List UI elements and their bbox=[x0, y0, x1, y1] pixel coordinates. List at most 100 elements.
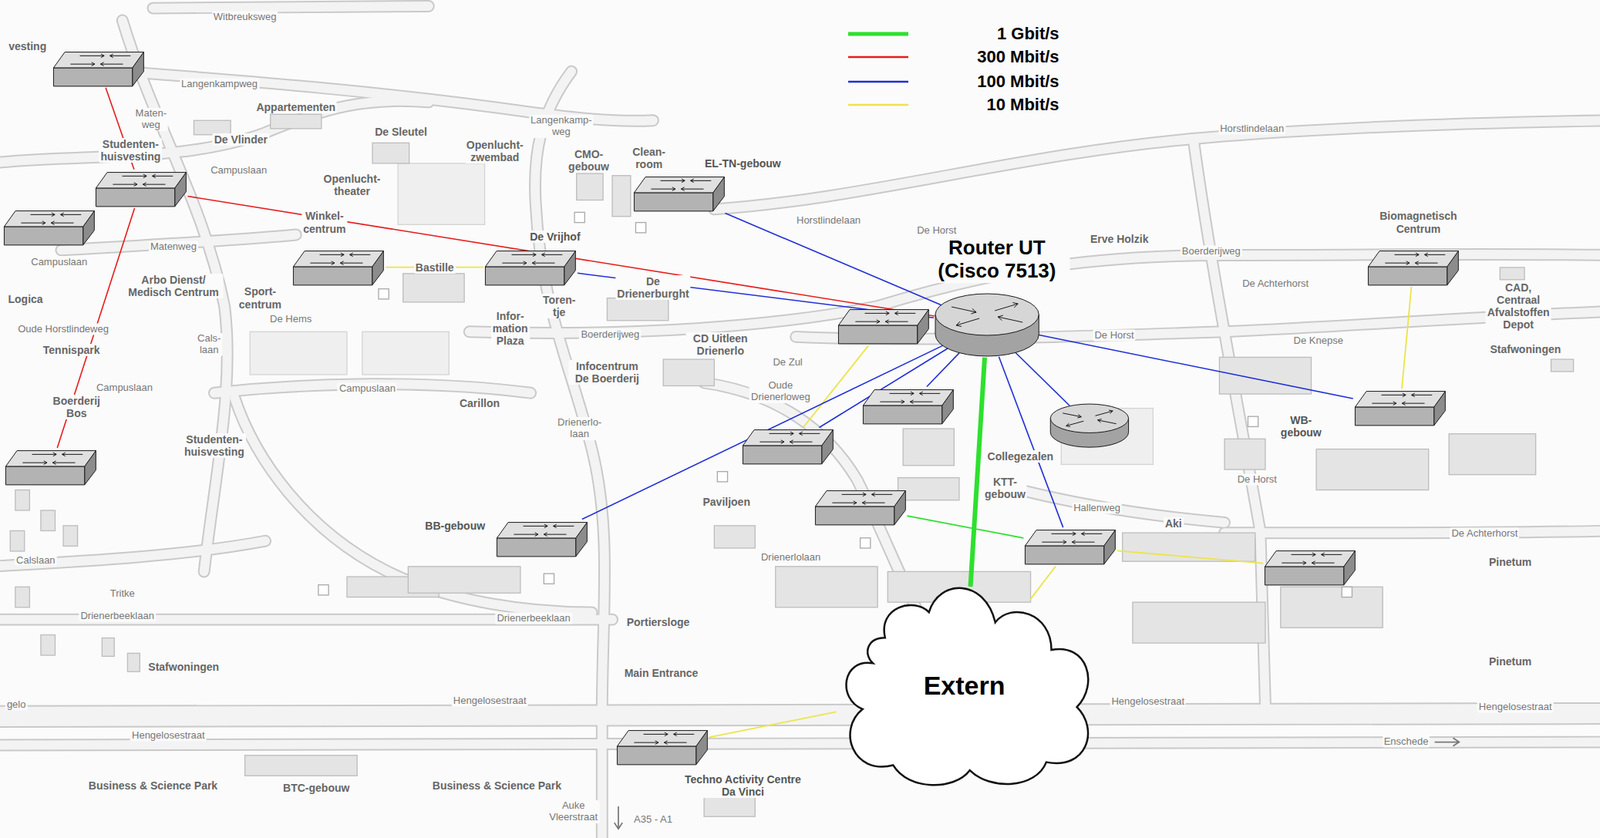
switch-top bbox=[485, 250, 576, 267]
building-name: De Vrijhof bbox=[528, 230, 582, 243]
switch-arrow bbox=[651, 187, 677, 192]
switch-front bbox=[1025, 545, 1105, 565]
device-icon bbox=[483, 248, 578, 287]
switch-front bbox=[95, 188, 175, 207]
building bbox=[714, 525, 755, 549]
road bbox=[0, 541, 266, 567]
road-surface bbox=[0, 101, 429, 164]
switch-arrow bbox=[1312, 560, 1335, 565]
place-name: CMO- gebouw bbox=[566, 148, 611, 173]
switch-arrow bbox=[798, 432, 820, 437]
street-name: Horstlindelaan bbox=[794, 214, 863, 226]
switch-arrow bbox=[1401, 401, 1425, 406]
device-icon bbox=[3, 448, 98, 487]
road bbox=[153, 6, 429, 9]
link-label: Bastille bbox=[414, 261, 456, 274]
legend-line-sample bbox=[848, 31, 909, 36]
network-switch: Techno Activity Centre Da Vinci bbox=[615, 727, 710, 767]
road bbox=[714, 120, 1600, 209]
switch-arrow bbox=[865, 311, 890, 316]
legend-text: 100 Mbit/s bbox=[976, 71, 1059, 92]
road-surface bbox=[0, 742, 1600, 746]
switch-arrow bbox=[552, 524, 574, 529]
router bbox=[1048, 402, 1131, 449]
network-link bbox=[1117, 550, 1264, 563]
device-icon bbox=[51, 49, 146, 88]
switch-arrow bbox=[889, 391, 914, 396]
street-name: Campuslaan bbox=[337, 383, 398, 395]
switch-arrow bbox=[1081, 532, 1103, 536]
switch-top bbox=[3, 211, 95, 227]
direction-arrow bbox=[1434, 737, 1460, 747]
parking-sign bbox=[1341, 586, 1352, 597]
switch-arrow bbox=[673, 732, 694, 737]
switch-arrow bbox=[522, 524, 548, 529]
street-name: Hallenweg bbox=[1071, 502, 1122, 515]
building bbox=[15, 490, 31, 511]
switch-arrow bbox=[681, 187, 704, 192]
device-icon bbox=[861, 387, 956, 426]
place-name: Aki bbox=[1163, 517, 1184, 530]
street-name: De Horst bbox=[915, 225, 958, 237]
device-icon bbox=[836, 306, 931, 346]
parking-sign bbox=[318, 585, 329, 596]
network-switch: De Vrijhof bbox=[483, 248, 578, 287]
street-name: Hengelosestraat bbox=[451, 695, 529, 708]
switch-top bbox=[634, 177, 725, 193]
building-name: EL-TN-gebouw bbox=[703, 157, 783, 170]
building bbox=[40, 635, 56, 656]
switch-front bbox=[3, 226, 83, 246]
place-name: Main Entrance bbox=[623, 666, 701, 680]
router-label: Router UT (Cisco 7513) bbox=[923, 237, 1070, 284]
place-name: vesting bbox=[6, 40, 48, 53]
street-name: Witbreuksweg bbox=[212, 11, 279, 24]
place-name: Pinetum bbox=[1487, 654, 1533, 667]
network-link bbox=[724, 213, 943, 307]
street-name: Campuslaan bbox=[208, 165, 269, 177]
legend-row: 300 Mbit/s bbox=[846, 46, 1059, 68]
place-name: Infor- mation Plaza bbox=[491, 309, 530, 347]
direction-arrow bbox=[614, 806, 624, 829]
switch-front bbox=[53, 67, 133, 86]
switch-top bbox=[95, 171, 186, 188]
legend-line-sample bbox=[848, 80, 909, 84]
switch-arrow bbox=[30, 212, 55, 217]
building bbox=[1280, 586, 1383, 628]
street-name: Cals- laan bbox=[195, 333, 223, 357]
street-name: De Achterhorst bbox=[1240, 277, 1311, 290]
building bbox=[1219, 357, 1311, 395]
building bbox=[1316, 449, 1429, 491]
router-arrow bbox=[1066, 421, 1085, 427]
device-icon bbox=[1048, 402, 1131, 449]
switch-arrow bbox=[542, 252, 563, 257]
switch-arrow bbox=[350, 252, 371, 257]
switch-arrow bbox=[121, 174, 147, 179]
legend-row: 10 Mbit/s bbox=[846, 94, 1059, 116]
place-name: CAD, Centraal Afvalstoffen Depot bbox=[1485, 281, 1552, 331]
switch-top bbox=[838, 309, 930, 326]
road bbox=[1224, 530, 1600, 533]
switch-front bbox=[485, 266, 565, 286]
network-link bbox=[1401, 286, 1412, 389]
switch-arrow bbox=[1282, 560, 1307, 565]
router-top bbox=[1050, 404, 1129, 433]
network-switch bbox=[3, 448, 98, 487]
switch-front bbox=[862, 404, 942, 424]
switch-arrow bbox=[1291, 552, 1317, 557]
switch-top bbox=[1367, 250, 1459, 267]
street-name: De Achterhorst bbox=[1449, 528, 1520, 540]
street-name: Drienerlo- laan bbox=[555, 417, 603, 441]
place-name: Carillon bbox=[458, 397, 502, 410]
switch-arrow bbox=[1411, 393, 1432, 398]
parking-sign bbox=[1247, 416, 1258, 427]
router-arrow bbox=[997, 315, 1023, 323]
building bbox=[101, 637, 115, 657]
parking-sign bbox=[378, 289, 389, 300]
building bbox=[270, 114, 322, 129]
place-name: De Drienerburght bbox=[615, 275, 691, 300]
switch-arrow bbox=[320, 252, 345, 257]
place-name: Sport- centrum bbox=[237, 285, 283, 310]
core-router: Router UT (Cisco 7513) bbox=[933, 291, 1041, 358]
street-name: Hengelosestraat bbox=[1477, 701, 1554, 714]
